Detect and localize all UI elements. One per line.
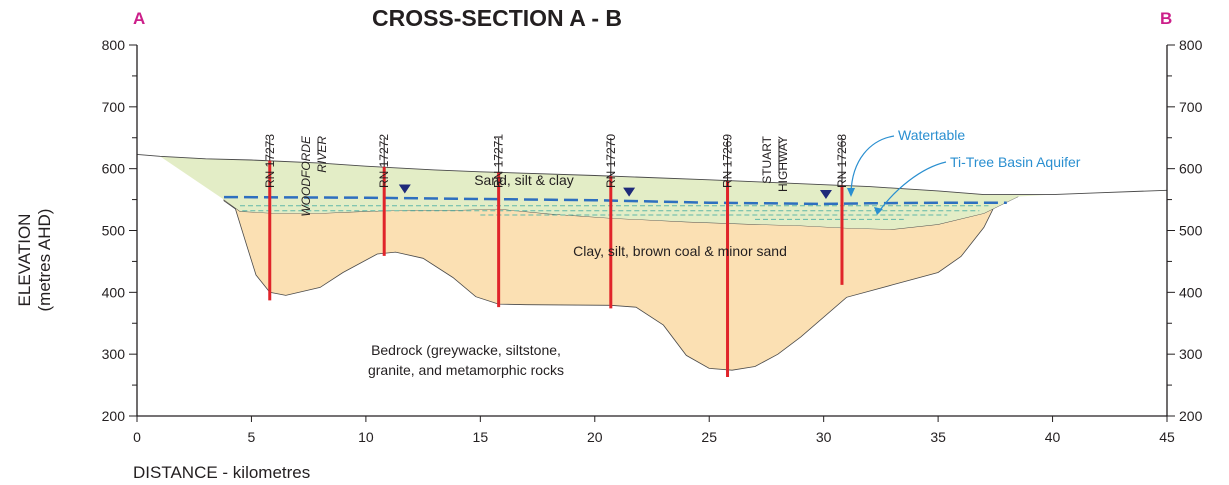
borehole-label: RN 17268 (835, 134, 849, 188)
svg-text:RIVER: RIVER (315, 136, 329, 173)
svg-text:HIGHWAY: HIGHWAY (776, 136, 790, 192)
water-level-marker-icon (398, 184, 411, 194)
svg-text:STUART: STUART (760, 135, 774, 183)
x-tick-label: 5 (248, 429, 256, 445)
callout-watertable-leader (850, 135, 895, 194)
ground-surface-line (136, 153, 1168, 196)
y-tick-label-left: 500 (102, 223, 126, 239)
x-tick-label: 15 (473, 429, 489, 445)
watertable-dashed-line (223, 195, 1007, 206)
feature-woodforde-river: WOODFORDE RIVER (299, 135, 329, 217)
unit-label-upper: Sand, silt & clay (474, 172, 574, 188)
y-tick-label-left: 200 (102, 408, 126, 424)
unit-label-bedrock-2: granite, and metamorphic rocks (368, 362, 564, 378)
y-tick-label-right: 300 (1179, 346, 1203, 362)
borehole-label: RN 17269 (721, 134, 735, 188)
svg-text:WOODFORDE: WOODFORDE (299, 135, 313, 217)
y-tick-label-left: 300 (102, 346, 126, 362)
feature-stuart-highway: STUART HIGHWAY (760, 135, 790, 192)
x-tick-label: 10 (358, 429, 374, 445)
x-tick-label: 45 (1159, 429, 1175, 445)
x-tick-label: 25 (701, 429, 717, 445)
y-tick-label-right: 400 (1179, 284, 1203, 300)
x-tick-label: 20 (587, 429, 603, 445)
y-axis-title-line1: ELEVATION (15, 214, 34, 307)
callout-aquifer-arrowhead (874, 207, 883, 215)
x-tick-label: 40 (1045, 429, 1061, 445)
x-tick-label: 35 (930, 429, 946, 445)
x-tick-label: 0 (133, 429, 141, 445)
section-end-b: B (1160, 9, 1172, 28)
borehole-label: RN 17272 (377, 134, 391, 188)
section-end-a: A (133, 9, 145, 28)
y-tick-label-right: 800 (1179, 37, 1203, 53)
y-tick-label-right: 500 (1179, 223, 1203, 239)
y-tick-label-left: 400 (102, 284, 126, 300)
borehole-label: RN 17271 (492, 134, 506, 188)
y-tick-label-right: 200 (1179, 408, 1203, 424)
y-axis-title-line2: (metres AHD) (35, 209, 54, 312)
watertable-line (223, 184, 1007, 206)
unit-label-bedrock-1: Bedrock (greywacke, siltstone, (371, 342, 561, 358)
borehole-label: RN 17273 (263, 134, 277, 188)
callout-aquifer: Ti-Tree Basin Aquifer (950, 154, 1081, 170)
water-level-marker-icon (623, 187, 636, 197)
diagram-title: CROSS-SECTION A - B (372, 5, 622, 31)
callout-watertable-arrowhead (847, 188, 855, 197)
y-tick-label-right: 600 (1179, 161, 1203, 177)
y-tick-label-left: 600 (102, 161, 126, 177)
y-tick-label-left: 800 (102, 37, 126, 53)
callout-watertable: Watertable (898, 127, 965, 143)
y-tick-label-right: 700 (1179, 99, 1203, 115)
x-axis-title: DISTANCE - kilometres (133, 463, 310, 482)
unit-label-lower: Clay, silt, brown coal & minor sand (573, 243, 787, 259)
borehole-label: RN 17270 (604, 134, 618, 188)
callout-aquifer-leader (879, 161, 947, 211)
water-level-marker-icon (819, 190, 832, 200)
x-tick-label: 30 (816, 429, 832, 445)
y-tick-label-left: 700 (102, 99, 126, 115)
